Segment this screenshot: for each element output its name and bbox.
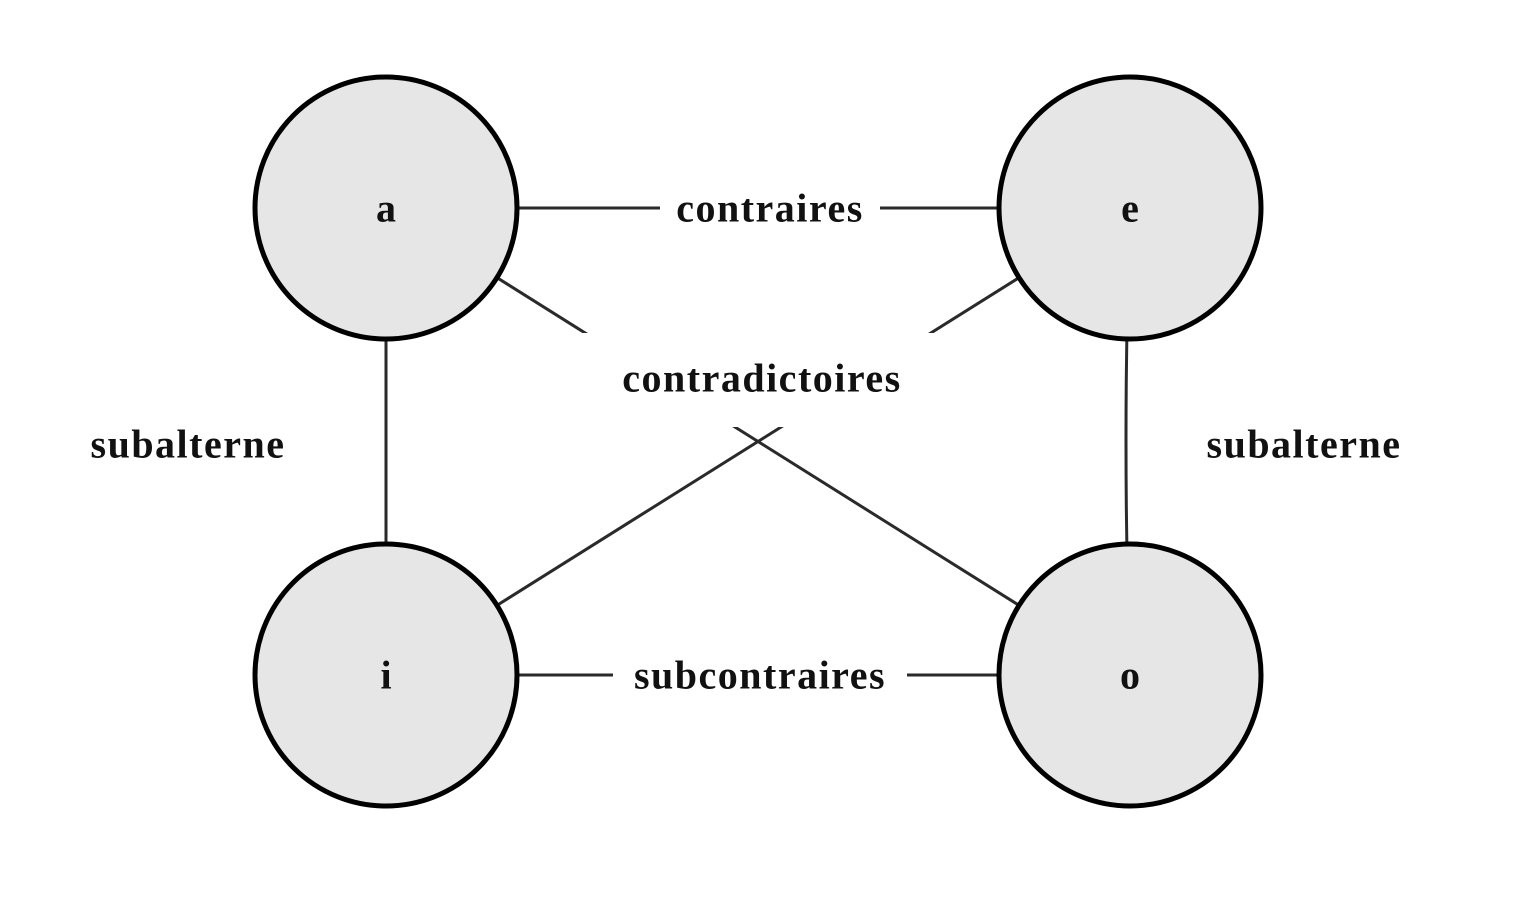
label-contradictoires: contradictoires	[622, 356, 901, 401]
mask-subcontraires	[613, 652, 907, 698]
node-e: e	[996, 74, 1264, 342]
node-e-label: e	[1121, 186, 1139, 231]
label-subalterne-right: subalterne	[1207, 422, 1402, 467]
relation-labels: contraires subcontraires contradictoires…	[91, 186, 1402, 698]
node-i-circle	[252, 541, 520, 809]
node-o-label: o	[1120, 653, 1140, 698]
mask-contradictoires	[572, 333, 952, 427]
node-e-circle	[996, 74, 1264, 342]
label-subcontraires: subcontraires	[634, 653, 886, 698]
node-a: a	[252, 74, 520, 342]
node-a-circle	[252, 74, 520, 342]
label-subalterne-left: subalterne	[91, 422, 286, 467]
node-i: i	[252, 541, 520, 809]
node-i-label: i	[380, 653, 391, 698]
edge-e-i	[385, 206, 1131, 677]
node-o: o	[996, 541, 1264, 809]
label-contraires: contraires	[676, 186, 864, 231]
node-o-circle	[996, 541, 1264, 809]
label-masks	[572, 185, 952, 698]
node-a-label: a	[376, 186, 396, 231]
mask-contraires	[660, 185, 880, 231]
